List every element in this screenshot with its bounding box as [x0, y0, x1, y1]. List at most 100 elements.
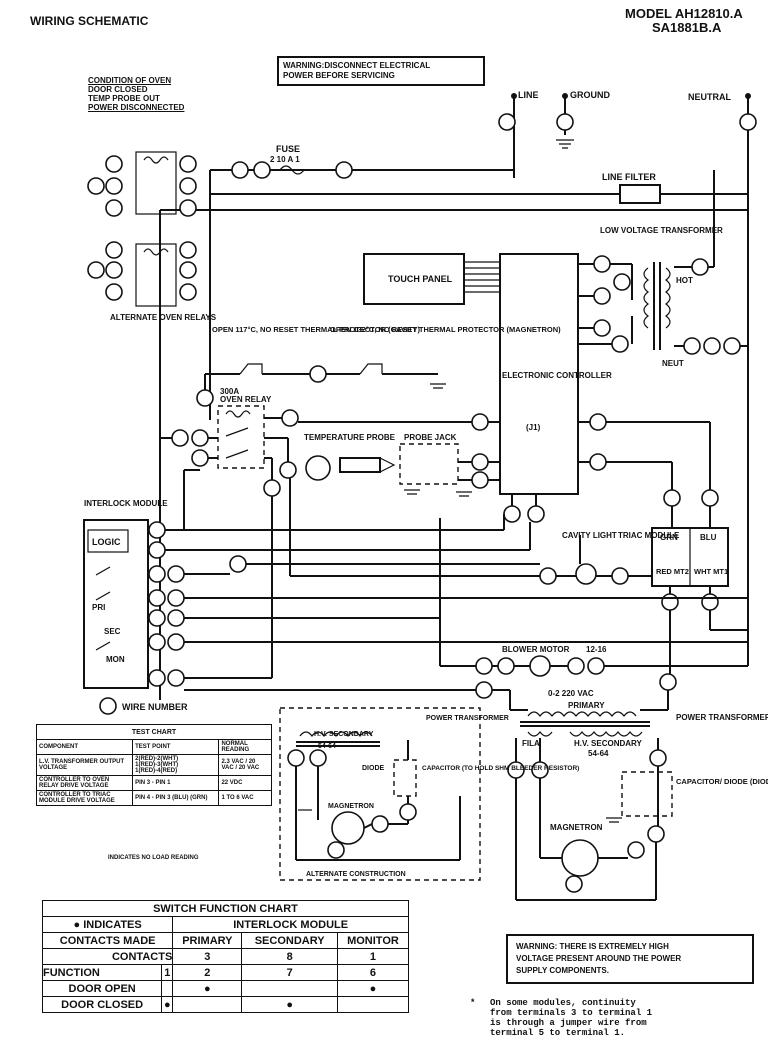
ribbon-cable: [464, 261, 500, 293]
test-chart-title: TEST CHART: [36, 724, 272, 740]
fuse-symbol: [279, 165, 305, 175]
label-alternate-oven-relays: ALTERNATE OVEN RELAYS: [110, 313, 217, 322]
switch-chart-contacts-monitor: 1: [336, 948, 410, 965]
test-chart-header-reading: NORMAL READING: [218, 739, 272, 755]
switch-chart-function-2: 2: [172, 964, 243, 981]
test-chart-cell: PIN 3 - PIN 1: [132, 775, 220, 791]
switch-chart-title: SWITCH FUNCTION CHART: [42, 900, 409, 917]
condition-of-oven: CONDITION OF OVEN DOOR CLOSED TEMP PROBE…: [88, 76, 184, 112]
indicates-text: INDICATES: [83, 918, 142, 931]
bottom-footnote: * On some modules, continuity from termi…: [470, 998, 652, 1038]
label-red-mt2: RED MT2: [656, 567, 689, 576]
label-line-filter: LINE FILTER: [602, 172, 656, 182]
label-primary-rating: 0-2 220 VAC: [548, 689, 594, 698]
warning-line-2: POWER BEFORE SERVICING: [283, 71, 395, 80]
temperature-probe: [305, 443, 472, 485]
label-diode: DIODE: [362, 765, 385, 772]
label-wire-number: WIRE NUMBER: [122, 702, 188, 712]
label-probe-jack: PROBE JACK: [404, 433, 457, 442]
condition-door: DOOR CLOSED: [88, 85, 148, 94]
label-blower-rating: 12-16: [586, 645, 607, 654]
model-number-2: SA1881B.A: [652, 20, 722, 35]
test-chart-cell: 2.3 VAC / 20 VAC / 20 VAC: [218, 754, 272, 776]
thermal-protectors: [204, 363, 438, 390]
switch-chart-cell: ●: [241, 996, 338, 1013]
label-oven-relay: OVEN RELAY: [220, 395, 272, 404]
footnote-line-3: is through a jumper wire from: [490, 1018, 647, 1028]
label-pri: PRI: [92, 603, 105, 612]
hv-warning-line-1: WARNING: THERE IS EXTREMELY HIGH: [516, 942, 669, 951]
switch-chart-cell: ●: [336, 980, 410, 997]
oven-relay-group-2: [87, 241, 197, 307]
switch-chart-cell: [172, 996, 243, 1013]
switch-chart-contacts-label: CONTACTS: [41, 948, 174, 965]
label-blower-motor: BLOWER MOTOR: [502, 645, 570, 654]
switch-chart-col-secondary: SECONDARY: [241, 932, 338, 949]
label-logic: LOGIC: [92, 537, 121, 547]
electronic-controller-box: [499, 253, 579, 495]
label-hv-secondary-rating: 54-64: [588, 749, 609, 758]
label-electronic-controller: ELECTRONIC CONTROLLER: [502, 371, 612, 380]
test-chart-footnote: INDICATES NO LOAD READING: [108, 855, 199, 861]
diagram-labels: LINE GROUND NEUTRAL FUSE 2 10 A 1 LINE F…: [84, 90, 768, 878]
label-sec: SEC: [104, 627, 121, 636]
test-chart-cell: PIN 4 - PIN 3 (BLU) (GRN): [132, 790, 220, 806]
power-transformer: [509, 690, 673, 901]
touch-panel-box: [363, 253, 465, 305]
label-alt-hv-secondary: H.V. SECONDARY: [314, 731, 374, 738]
switch-chart-function-7: 7: [241, 964, 338, 981]
switch-chart-interlock: INTERLOCK MODULE: [172, 916, 409, 933]
controller-wires: [298, 263, 711, 506]
warning-disconnect-box: WARNING:DISCONNECT ELECTRICAL POWER BEFO…: [277, 56, 485, 86]
alternate-construction: [279, 707, 481, 881]
label-blu: BLU: [700, 533, 717, 542]
label-triac-module: TRIAC MODULE: [618, 531, 680, 540]
label-wht-mt1: WHT MT1: [694, 567, 728, 576]
switch-function-chart: SWITCH FUNCTION CHART ● INDICATES INTERL…: [41, 900, 410, 1013]
test-chart-cell: 1 TO 6 VAC: [218, 790, 272, 806]
low-voltage-transformer: [610, 170, 748, 350]
label-interlock-module: INTERLOCK MODULE: [84, 499, 168, 508]
label-neut: NEUT: [662, 359, 684, 368]
switch-chart-indicates: ● INDICATES: [41, 916, 174, 933]
label-alt-rating: 54-64: [318, 743, 336, 750]
footnote-line-4: terminal 5 to terminal 1.: [490, 1028, 626, 1038]
ground-symbols: [298, 139, 622, 823]
label-hv-secondary: H.V. SECONDARY: [574, 739, 643, 748]
page-title: WIRING SCHEMATIC: [30, 14, 149, 28]
blower-motor: [184, 630, 749, 691]
label-oven-relay-rating: 300A: [220, 387, 239, 396]
label-j1: (J1): [526, 423, 541, 432]
switch-chart-cell: [336, 996, 410, 1013]
test-chart-cell: CONTROLLER TO TRIAC MODULE DRIVE VOLTAGE: [35, 790, 134, 806]
switch-chart-cell: [161, 980, 174, 997]
switch-chart-col-primary: PRIMARY: [172, 932, 243, 949]
label-temperature-probe: TEMPERATURE PROBE: [304, 433, 396, 442]
oven-relay-main: [160, 405, 289, 480]
label-capacitor-diode: CAPACITOR/ DIODE (DIODE (SHM BLEEDER): [676, 777, 768, 786]
warning-line-1: WARNING:DISCONNECT ELECTRICAL: [283, 61, 431, 70]
table-row: CONTROLLER TO TRIAC MODULE DRIVE VOLTAGE…: [35, 790, 272, 806]
hv-warning-line-3: SUPPLY COMPONENTS.: [516, 966, 609, 975]
label-touch-panel: TOUCH PANEL: [388, 274, 453, 284]
switch-chart-door-open: DOOR OPEN: [41, 980, 163, 997]
test-chart-cell: 22 VDC: [218, 775, 272, 791]
cavity-light-triac: [439, 506, 748, 674]
switch-chart-function-1: 1: [161, 964, 174, 981]
test-chart-cell: L.V. TRANSFORMER OUTPUT VOLTAGE: [35, 754, 134, 776]
label-grn: GRN: [660, 533, 678, 542]
test-chart-header-test-point: TEST POINT: [132, 739, 220, 755]
label-mon: MON: [106, 655, 125, 664]
label-magnetron: MAGNETRON: [550, 823, 603, 832]
switch-chart-cell: ●: [172, 980, 243, 997]
switch-chart-function-label: FUNCTION: [41, 964, 163, 981]
warning-high-voltage-box: WARNING: THERE IS EXTREMELY HIGH VOLTAGE…: [506, 934, 754, 984]
label-thermal-cavity: OPEN 117°C, NO RESET THERMAL PROTECTOR (…: [212, 325, 421, 334]
test-chart-header-component: COMPONENT: [35, 739, 134, 755]
label-ground: GROUND: [570, 90, 610, 100]
switch-chart-contacts-primary: 3: [172, 948, 243, 965]
test-chart-cell: 2(RED)-2(WHT) 1(RED)-3(WHT) 1(RED)-4(RED…: [132, 754, 220, 776]
oven-relay-group-1: [87, 151, 197, 217]
label-alternate-construction: ALTERNATE CONSTRUCTION: [306, 871, 406, 878]
footnote-line-1: On some modules, continuity: [490, 998, 636, 1008]
